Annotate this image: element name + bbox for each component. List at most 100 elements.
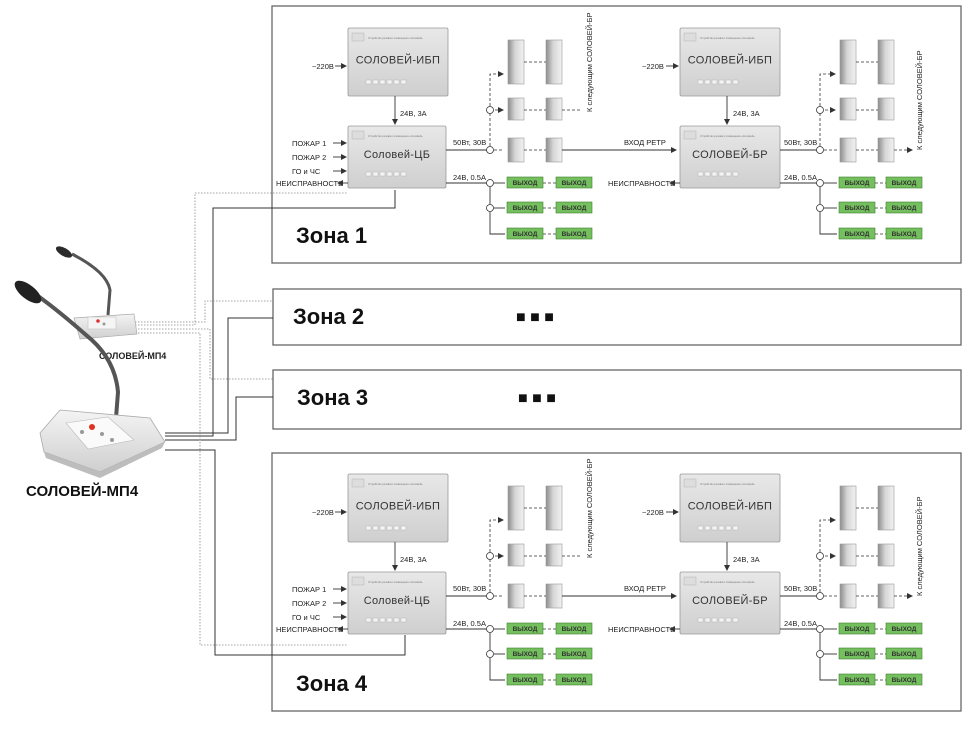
zone1-output-left-a1	[506, 201, 544, 214]
zone4-output-left-a0	[506, 622, 544, 635]
zone4-cb-name: Соловей-ЦБ	[364, 595, 430, 607]
wire-zone4-solid	[165, 449, 406, 656]
zone1-ibp-output-left: 24В, 3А	[400, 109, 427, 118]
zone1-speaker-left-1	[545, 39, 563, 85]
zone4-speaker-left-5	[545, 583, 563, 609]
zone4-cb-box	[347, 571, 447, 635]
zone1-output-right-b1-label: ВЫХОД	[892, 205, 917, 212]
small-console-label: СОЛОВЕЙ-МП4	[99, 350, 166, 361]
zone4-spk-riser-left	[489, 517, 504, 592]
zone4-ibp-left-indicator-2	[379, 525, 386, 531]
zone1-br-indicator-3	[718, 171, 725, 177]
zone4-ibp-right-indicator-0	[697, 525, 704, 531]
zone1-br-indicator-2	[711, 171, 718, 177]
zone1-ibp-right-indicator-4	[725, 79, 732, 85]
zone1-cb-indicator-3	[386, 171, 393, 177]
zone4-mains-right: ~220В	[642, 508, 664, 517]
zone-2-ellipsis: ■ ■ ■	[516, 309, 554, 326]
zone1-output-right-b2	[885, 227, 923, 240]
zone1-output-left-b0-label: ВЫХОД	[562, 180, 587, 187]
zone1-cb-indicator-1	[372, 171, 379, 177]
zone4-br-indicator-4	[725, 617, 732, 623]
zone4-spk-junction-mid-right	[816, 552, 824, 560]
zone1-speaker-right-0	[839, 39, 857, 85]
zone4-ibp-right-logo-icon	[683, 478, 697, 488]
zone4-speaker-left-1	[545, 485, 563, 531]
zone4-output-left-a2-label: ВЫХОД	[513, 677, 538, 684]
zone1-output-right-a1	[838, 201, 876, 214]
zone1-output-left-a1-label: ВЫХОД	[513, 205, 538, 212]
zone1-aux-junction-right-1	[816, 204, 824, 212]
zone1-cb-amp-junction	[486, 146, 494, 154]
zone4-output-right-b2-label: ВЫХОД	[892, 677, 917, 684]
zone1-ibp-left-indicator-1	[372, 79, 379, 85]
zone4-ibp-right-indicator-3	[718, 525, 725, 531]
zone4-cb-indicator-4	[393, 617, 400, 623]
zone-1-title: Зона 1	[296, 223, 367, 248]
zone1-output-right-b0	[885, 176, 923, 189]
zone1-br-indicator-4	[725, 171, 732, 177]
large-console-panel	[65, 416, 135, 450]
zone4-br-amp-junction	[816, 592, 824, 600]
zone4-ibp-left-indicator-1	[372, 525, 379, 531]
zone1-cb-indicator-5	[400, 171, 407, 177]
zone4-cb-indicator-5	[400, 617, 407, 623]
zone4-ibp-output-left: 24В, 3А	[400, 555, 427, 564]
zone4-output-left-b1	[555, 647, 593, 660]
zone1-ibp-right-indicator-0	[697, 79, 704, 85]
zone-2-frame	[272, 288, 962, 346]
zone4-cb-amp-junction	[486, 592, 494, 600]
large-console-gooseneck	[36, 294, 121, 419]
zone1-ibp-left-indicator-2	[379, 79, 386, 85]
small-console-button-grey	[102, 322, 106, 326]
zone1-cb-input-1: ПОЖАР 2	[292, 153, 326, 162]
zone4-ibp-left-box	[347, 473, 449, 543]
zone4-br-micro-text: Устройство речевого оповещения «Соловей»	[700, 580, 755, 584]
zone1-output-left-b1-label: ВЫХОД	[562, 205, 587, 212]
zone1-output-left-b2-label: ВЫХОД	[562, 231, 587, 238]
zone1-output-right-b2-label: ВЫХОД	[892, 231, 917, 238]
zone-2-title: Зона 2	[293, 304, 364, 329]
zone1-ibp-right-indicator-5	[732, 79, 739, 85]
small-console-gooseneck	[71, 252, 112, 316]
zone4-speaker-right-4	[839, 583, 857, 609]
zone4-spk-riser-right	[819, 517, 836, 592]
zone4-aux-junction-left-0	[486, 625, 494, 633]
zone4-speaker-right-0	[839, 485, 857, 531]
zone1-cb-aux-output: 24В, 0.5А	[453, 173, 486, 182]
zone4-speaker-left-0	[507, 485, 525, 531]
zone1-speaker-left-4	[507, 137, 525, 163]
zone4-ibp-left-logo-icon	[351, 478, 365, 488]
zone4-speaker-left-3	[545, 543, 563, 567]
zone4-output-right-a1	[838, 647, 876, 660]
large-console-button-3	[110, 438, 114, 442]
zone4-aux-junction-right-0	[816, 625, 824, 633]
zone4-relay-input: ВХОД РЕТР	[624, 584, 666, 593]
zone4-output-right-a0	[838, 622, 876, 635]
zone1-ibp-left-indicator-3	[386, 79, 393, 85]
wire-zone2-dotted	[135, 300, 273, 323]
zone1-br-micro-text: Устройство речевого оповещения «Соловей»	[700, 134, 755, 138]
zone4-output-left-b0-label: ВЫХОД	[562, 626, 587, 633]
zone4-cb-amp-output: 50Вт, 30В	[453, 584, 486, 593]
zone1-ibp-left-micro-text: Устройство речевого оповещения «Соловей»	[368, 36, 423, 40]
zone1-ibp-left-indicator-5	[400, 79, 407, 85]
zone4-output-right-a2-label: ВЫХОД	[845, 677, 870, 684]
zone4-ibp-right-indicator-4	[725, 525, 732, 531]
large-console-button-1	[80, 430, 84, 434]
zone1-speaker-left-0	[507, 39, 525, 85]
zone1-br-amp-output: 50Вт, 30В	[784, 138, 817, 147]
wire-zone1-dotted	[135, 192, 348, 326]
zone1-cb-fault: НЕИСПРАВНОСТЬ	[276, 179, 343, 188]
zone1-cb-amp-output: 50Вт, 30В	[453, 138, 486, 147]
zone4-cb-fault: НЕИСПРАВНОСТЬ	[276, 625, 343, 634]
zone4-output-right-b2	[885, 673, 923, 686]
zone4-output-right-b1	[885, 647, 923, 660]
zone4-ibp-left-indicator-0	[365, 525, 372, 531]
zone1-br-indicator-1	[704, 171, 711, 177]
zone1-output-left-a2	[506, 227, 544, 240]
zone4-cb-aux-output: 24В, 0.5А	[453, 619, 486, 628]
zone1-ibp-right-logo-icon	[683, 32, 697, 42]
zone1-cb-indicator-2	[379, 171, 386, 177]
